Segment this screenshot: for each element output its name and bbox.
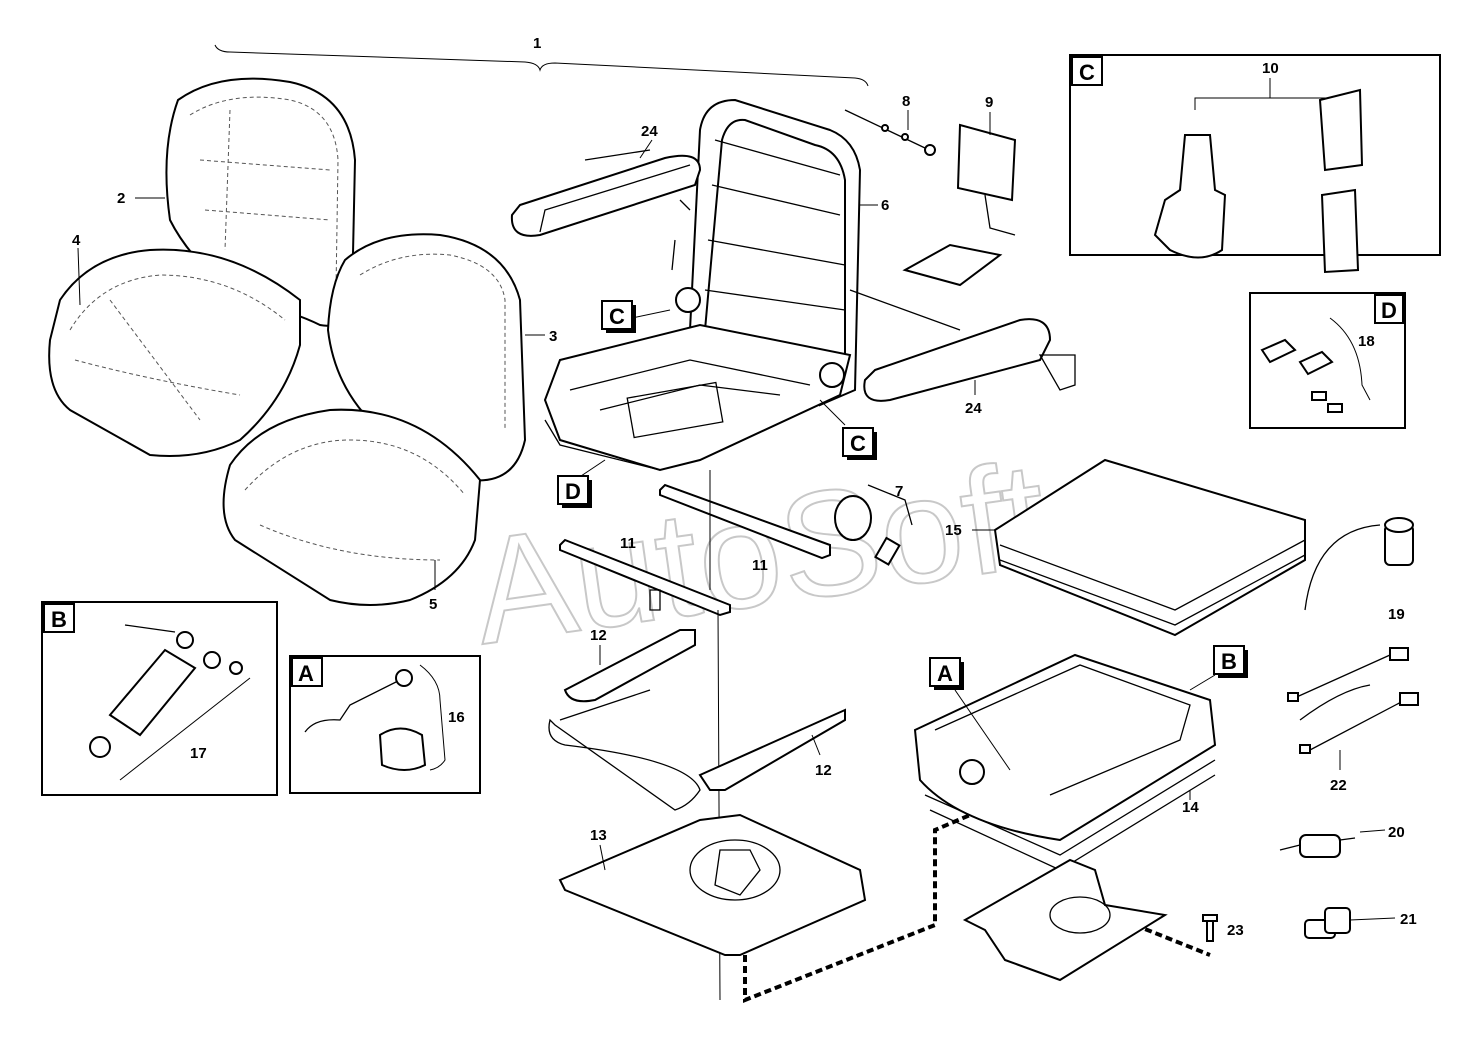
- adjust-knob: [834, 484, 913, 566]
- tag-b-main: B: [1189, 645, 1248, 691]
- callout-22: 22: [1330, 777, 1347, 794]
- tag-d-frame: D: [557, 459, 606, 508]
- armrest-left: [510, 149, 702, 237]
- callout-10: 10: [1262, 60, 1279, 77]
- seat-cover: [48, 248, 301, 457]
- callout-8: 8: [902, 93, 910, 110]
- tag-c-right: C: [819, 399, 877, 460]
- suspension-cushion: [993, 458, 1306, 637]
- callout-15: 15: [945, 522, 962, 539]
- callout-9: 9: [985, 94, 993, 111]
- svg-text:C: C: [609, 304, 625, 329]
- detail-box-c-letter: C: [1079, 60, 1095, 85]
- callout-23: 23: [1227, 922, 1244, 939]
- callout-11-right: 11: [752, 557, 768, 574]
- gas-spring: [89, 624, 243, 758]
- detail-box-d: [1249, 292, 1406, 429]
- seat-belt: [1153, 78, 1364, 274]
- swivel-plate: [558, 813, 867, 956]
- callout-1: 1: [533, 35, 541, 52]
- detail-box-b-letter: B: [51, 607, 67, 632]
- callout-19: 19: [1388, 606, 1405, 623]
- svg-text:D: D: [565, 479, 581, 504]
- callout-3: 3: [549, 328, 557, 345]
- bolt: [1202, 914, 1218, 942]
- clips: [1260, 338, 1343, 413]
- callout-21: 21: [1400, 911, 1417, 928]
- seat-frame: [543, 98, 862, 472]
- tag-c-left: C: [601, 300, 671, 333]
- suspension-unit: [913, 653, 1217, 871]
- svg-text:B: B: [1221, 649, 1237, 674]
- callout-24-top: 24: [641, 123, 658, 140]
- callout-24-bottom: 24: [965, 400, 982, 417]
- callout-13: 13: [590, 827, 607, 844]
- callout-12-top: 12: [590, 627, 607, 644]
- detail-box-b: [41, 601, 278, 796]
- tag-a-main: A: [929, 657, 1011, 771]
- mounting-rails: [559, 470, 831, 1001]
- wiring-harness: [1287, 647, 1419, 754]
- label-plate: [902, 123, 1017, 287]
- svg-text:A: A: [937, 661, 953, 686]
- callout-2: 2: [117, 190, 125, 207]
- callout-5: 5: [429, 596, 437, 613]
- callout-6: 6: [881, 197, 889, 214]
- callout-7: 7: [895, 483, 903, 500]
- detail-box-a: [289, 655, 481, 794]
- svg-text:C: C: [850, 431, 866, 456]
- callout-17: 17: [190, 745, 207, 762]
- valve-20: [1279, 834, 1356, 858]
- valve-21: [1304, 907, 1351, 939]
- callout-14: 14: [1182, 799, 1199, 816]
- switch-cable: [1304, 517, 1414, 611]
- detail-box-d-letter: D: [1381, 298, 1397, 323]
- watermark-text: AutoSoft: [463, 429, 1056, 675]
- assembly-bracket: [214, 44, 869, 87]
- callout-16: 16: [448, 709, 465, 726]
- mounting-plate: [962, 858, 1168, 982]
- bolt-kit: [844, 109, 936, 156]
- detail-box-c: [1069, 54, 1441, 256]
- dashed-link-right: [1134, 923, 1211, 957]
- lever-knob: [304, 669, 427, 771]
- slide-rails: [548, 629, 846, 811]
- callout-4: 4: [72, 232, 81, 249]
- callout-12-bottom: 12: [815, 762, 832, 779]
- callout-18: 18: [1358, 333, 1375, 350]
- seat-cushion: [222, 408, 482, 606]
- callout-20: 20: [1388, 824, 1405, 841]
- armrest-right: [849, 289, 1076, 402]
- detail-box-a-letter: A: [298, 661, 314, 686]
- callout-11-left: 11: [620, 535, 636, 552]
